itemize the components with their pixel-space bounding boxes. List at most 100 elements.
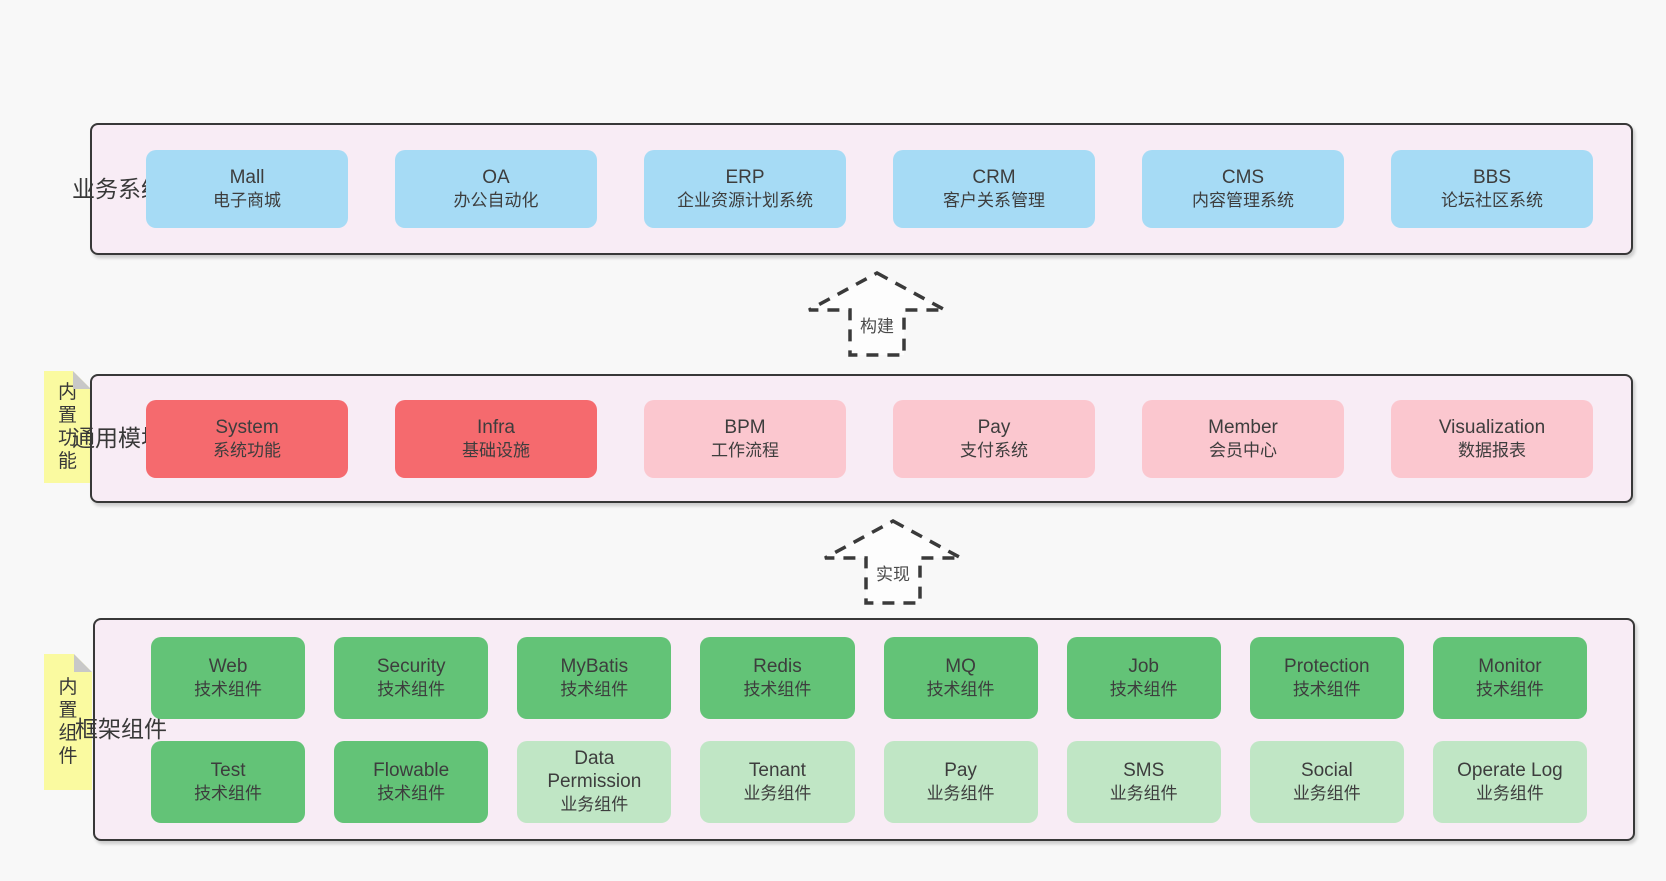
box-title: Pay — [944, 759, 977, 781]
box-subtitle: 技术组件 — [1292, 679, 1361, 699]
box-subtitle: 数据报表 — [1458, 440, 1526, 460]
box-title: BBS — [1472, 167, 1512, 188]
box-subtitle: 业务组件 — [1109, 783, 1178, 803]
box-subtitle: 电子商城 — [213, 191, 281, 210]
panel-label-common-modules: 通用模块 — [72, 425, 164, 452]
box-title: BPM — [724, 416, 766, 438]
arrow-build: 构建 — [806, 270, 948, 358]
box-title: Infra — [476, 416, 516, 438]
box-title: CRM — [972, 167, 1016, 188]
box-title: Tenant — [748, 759, 806, 781]
box-subtitle: 工作流程 — [711, 440, 779, 460]
sticky-note-built-in-features: 内置功能 — [44, 371, 91, 483]
box-title: Security — [376, 655, 446, 677]
box-title: Web — [208, 655, 248, 677]
box-title: MQ — [945, 655, 976, 677]
box-subtitle: 技术组件 — [194, 783, 263, 803]
box-subtitle: 技术组件 — [926, 679, 995, 699]
box-subtitle: 业务组件 — [560, 795, 629, 814]
box-subtitle: 业务组件 — [926, 783, 995, 803]
box-subtitle: 业务组件 — [1475, 783, 1544, 803]
box-title: SMS — [1123, 759, 1165, 781]
box-title: Test — [210, 759, 246, 781]
box-subtitle: 办公自动化 — [453, 191, 539, 210]
box-title: Protection — [1284, 655, 1370, 677]
box-title: OA — [482, 167, 510, 188]
box-subtitle: 技术组件 — [1475, 679, 1544, 699]
box-subtitle: 支付系统 — [960, 440, 1028, 460]
box-subtitle: 技术组件 — [377, 783, 446, 803]
box-title: Pay — [977, 416, 1011, 438]
box-title: ERP — [725, 167, 765, 188]
box-subtitle: 业务组件 — [743, 783, 812, 803]
box-title: Visualization — [1438, 416, 1546, 438]
box-subtitle: 技术组件 — [1109, 679, 1178, 699]
box-crm: CRM 客户关系管理 — [893, 150, 1095, 228]
box-title: Member — [1208, 416, 1278, 438]
arrow-label: 实现 — [872, 560, 914, 585]
box-title: Operate Log — [1457, 759, 1563, 781]
box-title: CMS — [1221, 167, 1265, 188]
box-subtitle: 技术组件 — [194, 679, 263, 699]
box-subtitle: 技术组件 — [743, 679, 812, 699]
folded-corner-icon — [73, 371, 91, 389]
box-title: Flowable — [373, 759, 450, 781]
box-title: Social — [1300, 759, 1353, 781]
box-subtitle: 基础设施 — [462, 440, 530, 460]
box-title: Redis — [753, 655, 802, 677]
box-subtitle: 论坛社区系统 — [1441, 191, 1543, 210]
box-erp: ERP 企业资源计划系统 — [644, 150, 846, 228]
box-title: MyBatis — [560, 655, 629, 677]
box-cms: CMS 内容管理系统 — [1142, 150, 1344, 228]
folded-corner-icon — [74, 654, 92, 672]
box-subtitle: 业务组件 — [1292, 783, 1361, 803]
sticky-note-text: 内置功能 — [57, 381, 77, 473]
box-title: Data Permission — [547, 748, 642, 792]
box-subtitle: 会员中心 — [1209, 440, 1277, 460]
box-oa: OA 办公自动化 — [395, 150, 597, 228]
box-subtitle: 内容管理系统 — [1192, 191, 1294, 210]
arrow-label: 构建 — [856, 312, 898, 337]
box-subtitle: 技术组件 — [560, 679, 629, 699]
box-title: Monitor — [1478, 655, 1542, 677]
sticky-note-text: 内置组件 — [58, 676, 78, 768]
box-data-permission: Data Permission 业务组件 — [517, 740, 672, 823]
arrow-implement: 实现 — [822, 518, 964, 606]
panel-label-business-systems: 业务系统 — [72, 175, 164, 202]
box-subtitle: 客户关系管理 — [943, 191, 1045, 210]
panel-label-framework-components: 框架组件 — [75, 716, 167, 743]
box-bbs: BBS 论坛社区系统 — [1391, 150, 1593, 228]
box-subtitle: 企业资源计划系统 — [677, 191, 813, 210]
box-title: System — [215, 416, 279, 438]
